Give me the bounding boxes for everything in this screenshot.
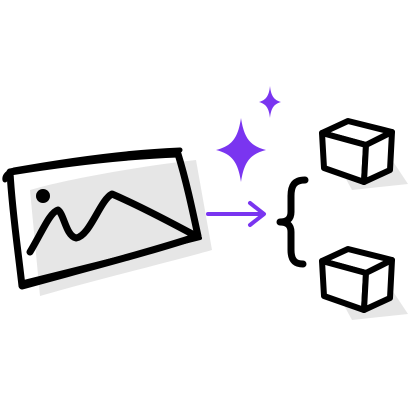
arrow-head xyxy=(248,201,266,227)
sparkle-large-icon xyxy=(216,118,266,182)
cube-top-front-face xyxy=(319,130,369,185)
image-frame-icon xyxy=(2,147,212,296)
cube-top-icon xyxy=(319,118,408,190)
curly-brace-icon xyxy=(276,176,309,268)
sun-dot xyxy=(36,189,50,203)
cube-bottom-side-face xyxy=(361,257,395,313)
cube-bottom-front-face xyxy=(319,258,369,313)
sparkle-small-icon xyxy=(259,86,281,118)
mountain-line xyxy=(26,190,200,256)
arrow-right-icon xyxy=(206,201,266,227)
image-frame-outline-pass2 xyxy=(2,147,183,183)
cube-top-side-face xyxy=(361,129,395,185)
image-frame-shadow xyxy=(30,160,212,296)
image-frame-outline-pass3 xyxy=(22,236,202,284)
cube-bottom-icon xyxy=(319,246,408,320)
